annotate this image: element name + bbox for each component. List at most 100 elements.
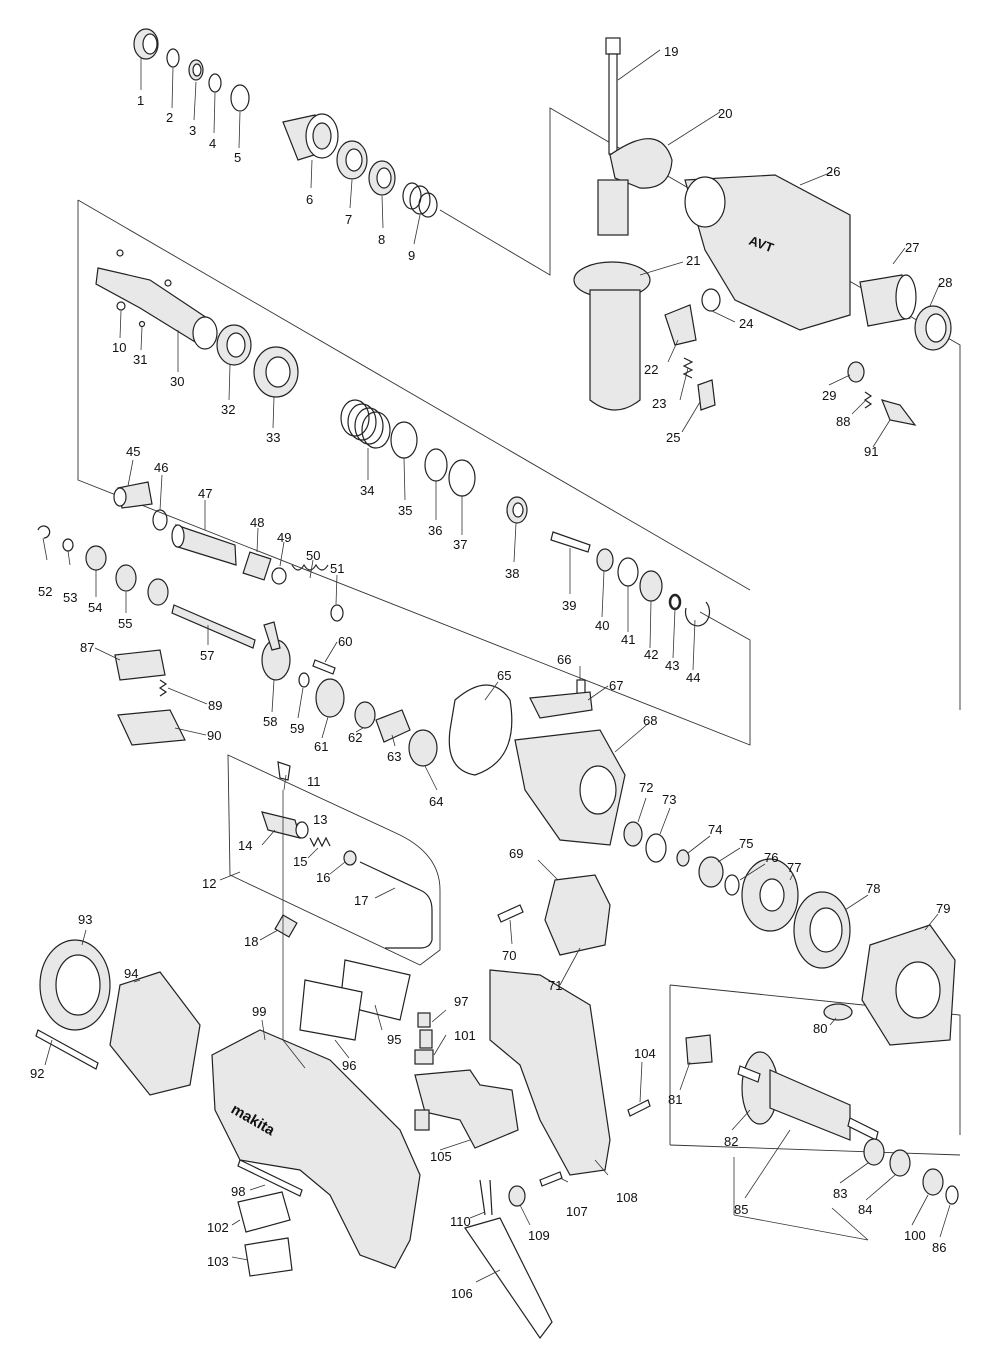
callout-99: 99 (252, 1004, 266, 1019)
callout-44: 44 (686, 670, 700, 685)
part-51-ring (330, 604, 344, 622)
callout-55: 55 (118, 616, 132, 631)
part-25-stopper (697, 379, 716, 411)
callout-66: 66 (557, 652, 571, 667)
part-86-ring (945, 1185, 959, 1205)
callout-46: 46 (154, 460, 168, 475)
callout-39: 39 (562, 598, 576, 613)
part-59-o-ring (298, 672, 310, 688)
part-75-ball-bearing (698, 856, 724, 888)
callout-35: 35 (398, 503, 412, 518)
callout-2: 2 (166, 110, 173, 125)
callout-5: 5 (234, 150, 241, 165)
part-29-ball-bearing (847, 361, 865, 383)
part-2-ring-spring (166, 48, 180, 68)
callout-48: 48 (250, 515, 264, 530)
part-91-lock-plate (880, 399, 917, 426)
callout-20: 20 (718, 106, 732, 121)
callout-75: 75 (739, 836, 753, 851)
part-39-piston-pin (550, 531, 591, 553)
part-60-pan-head-screw (312, 659, 336, 675)
callout-80: 80 (813, 1021, 827, 1036)
part-12-frame (227, 754, 441, 966)
callout-1: 1 (137, 93, 144, 108)
part-21-side-grip (573, 261, 651, 411)
callout-47: 47 (198, 486, 212, 501)
part-82-armature (737, 1051, 879, 1141)
callout-109: 109 (528, 1228, 550, 1243)
callout-57: 57 (200, 648, 214, 663)
callout-70: 70 (502, 948, 516, 963)
part-105-switch (414, 1069, 519, 1149)
part-104-tapping-screw (627, 1099, 651, 1117)
part-103-label (244, 1237, 293, 1277)
callout-18: 18 (244, 934, 258, 949)
part-70-pin (497, 904, 524, 923)
callout-41: 41 (621, 632, 635, 647)
part-17-hook-spring (359, 861, 433, 949)
part-58-change-lever (261, 621, 291, 681)
callout-82: 82 (724, 1134, 738, 1149)
part-80-rubber-cap (823, 1003, 853, 1021)
part-1-oil-seal (133, 28, 159, 60)
part-10-steel-ball (116, 301, 126, 311)
callout-3: 3 (189, 123, 196, 138)
part-98-tapping-screw (237, 1159, 303, 1197)
part-27-ring (859, 274, 917, 327)
callout-67: 67 (609, 678, 623, 693)
callout-110: 110 (450, 1214, 471, 1229)
callout-101: 101 (454, 1028, 476, 1043)
part-83-ball-bearing (863, 1138, 885, 1166)
part-4-o-ring (208, 73, 222, 93)
part-22-lock-button (664, 304, 697, 346)
callout-105: 105 (430, 1149, 452, 1164)
callout-86: 86 (932, 1240, 946, 1255)
callout-61: 61 (314, 739, 328, 754)
callout-21: 21 (686, 253, 700, 268)
callout-71: 71 (548, 978, 562, 993)
callout-103: 103 (207, 1254, 229, 1269)
callout-83: 83 (833, 1186, 847, 1201)
part-92-tapping-screw (35, 1029, 99, 1070)
callout-93: 93 (78, 912, 92, 927)
callout-25: 25 (666, 430, 680, 445)
part-20-band (597, 138, 673, 236)
part-50-spring (291, 563, 329, 571)
part-38-ring (506, 496, 528, 524)
part-49-flat-washer (271, 567, 287, 585)
part-44-retaining-ring (684, 601, 711, 627)
callout-50: 50 (306, 548, 320, 563)
callout-24: 24 (739, 316, 753, 331)
part-76-ring (724, 874, 740, 896)
callout-38: 38 (505, 566, 519, 581)
part-101-brush-holder (414, 1049, 434, 1065)
part-36-ring (424, 448, 448, 482)
part-89-compression-spring (158, 679, 168, 697)
part-33-gear (253, 346, 299, 398)
callout-40: 40 (595, 618, 609, 633)
part-3-washer (188, 59, 204, 81)
part-66-screw (576, 679, 586, 695)
part-102-label (237, 1191, 291, 1233)
callout-72: 72 (639, 780, 653, 795)
callout-96: 96 (342, 1058, 356, 1073)
part-42-ring (639, 570, 663, 602)
callout-65: 65 (497, 668, 511, 683)
callout-98: 98 (231, 1184, 245, 1199)
part-64-gear (408, 729, 438, 767)
part-52-retaining-ring (37, 525, 51, 539)
callout-14: 14 (238, 838, 252, 853)
callout-68: 68 (643, 713, 657, 728)
callout-74: 74 (708, 822, 722, 837)
part-96-label (299, 979, 363, 1041)
callout-19: 19 (664, 44, 678, 59)
part-48-swash-bearing-clip (242, 551, 272, 581)
callout-79: 79 (936, 901, 950, 916)
part-8-ring (368, 160, 396, 196)
callout-36: 36 (428, 523, 442, 538)
part-69-lead-wire-holder (544, 874, 611, 956)
part-26-gear-housing: AVT (684, 174, 851, 331)
part-28-ring (914, 305, 952, 351)
part-79-rear-cover (861, 924, 956, 1046)
callout-9: 9 (408, 248, 415, 263)
